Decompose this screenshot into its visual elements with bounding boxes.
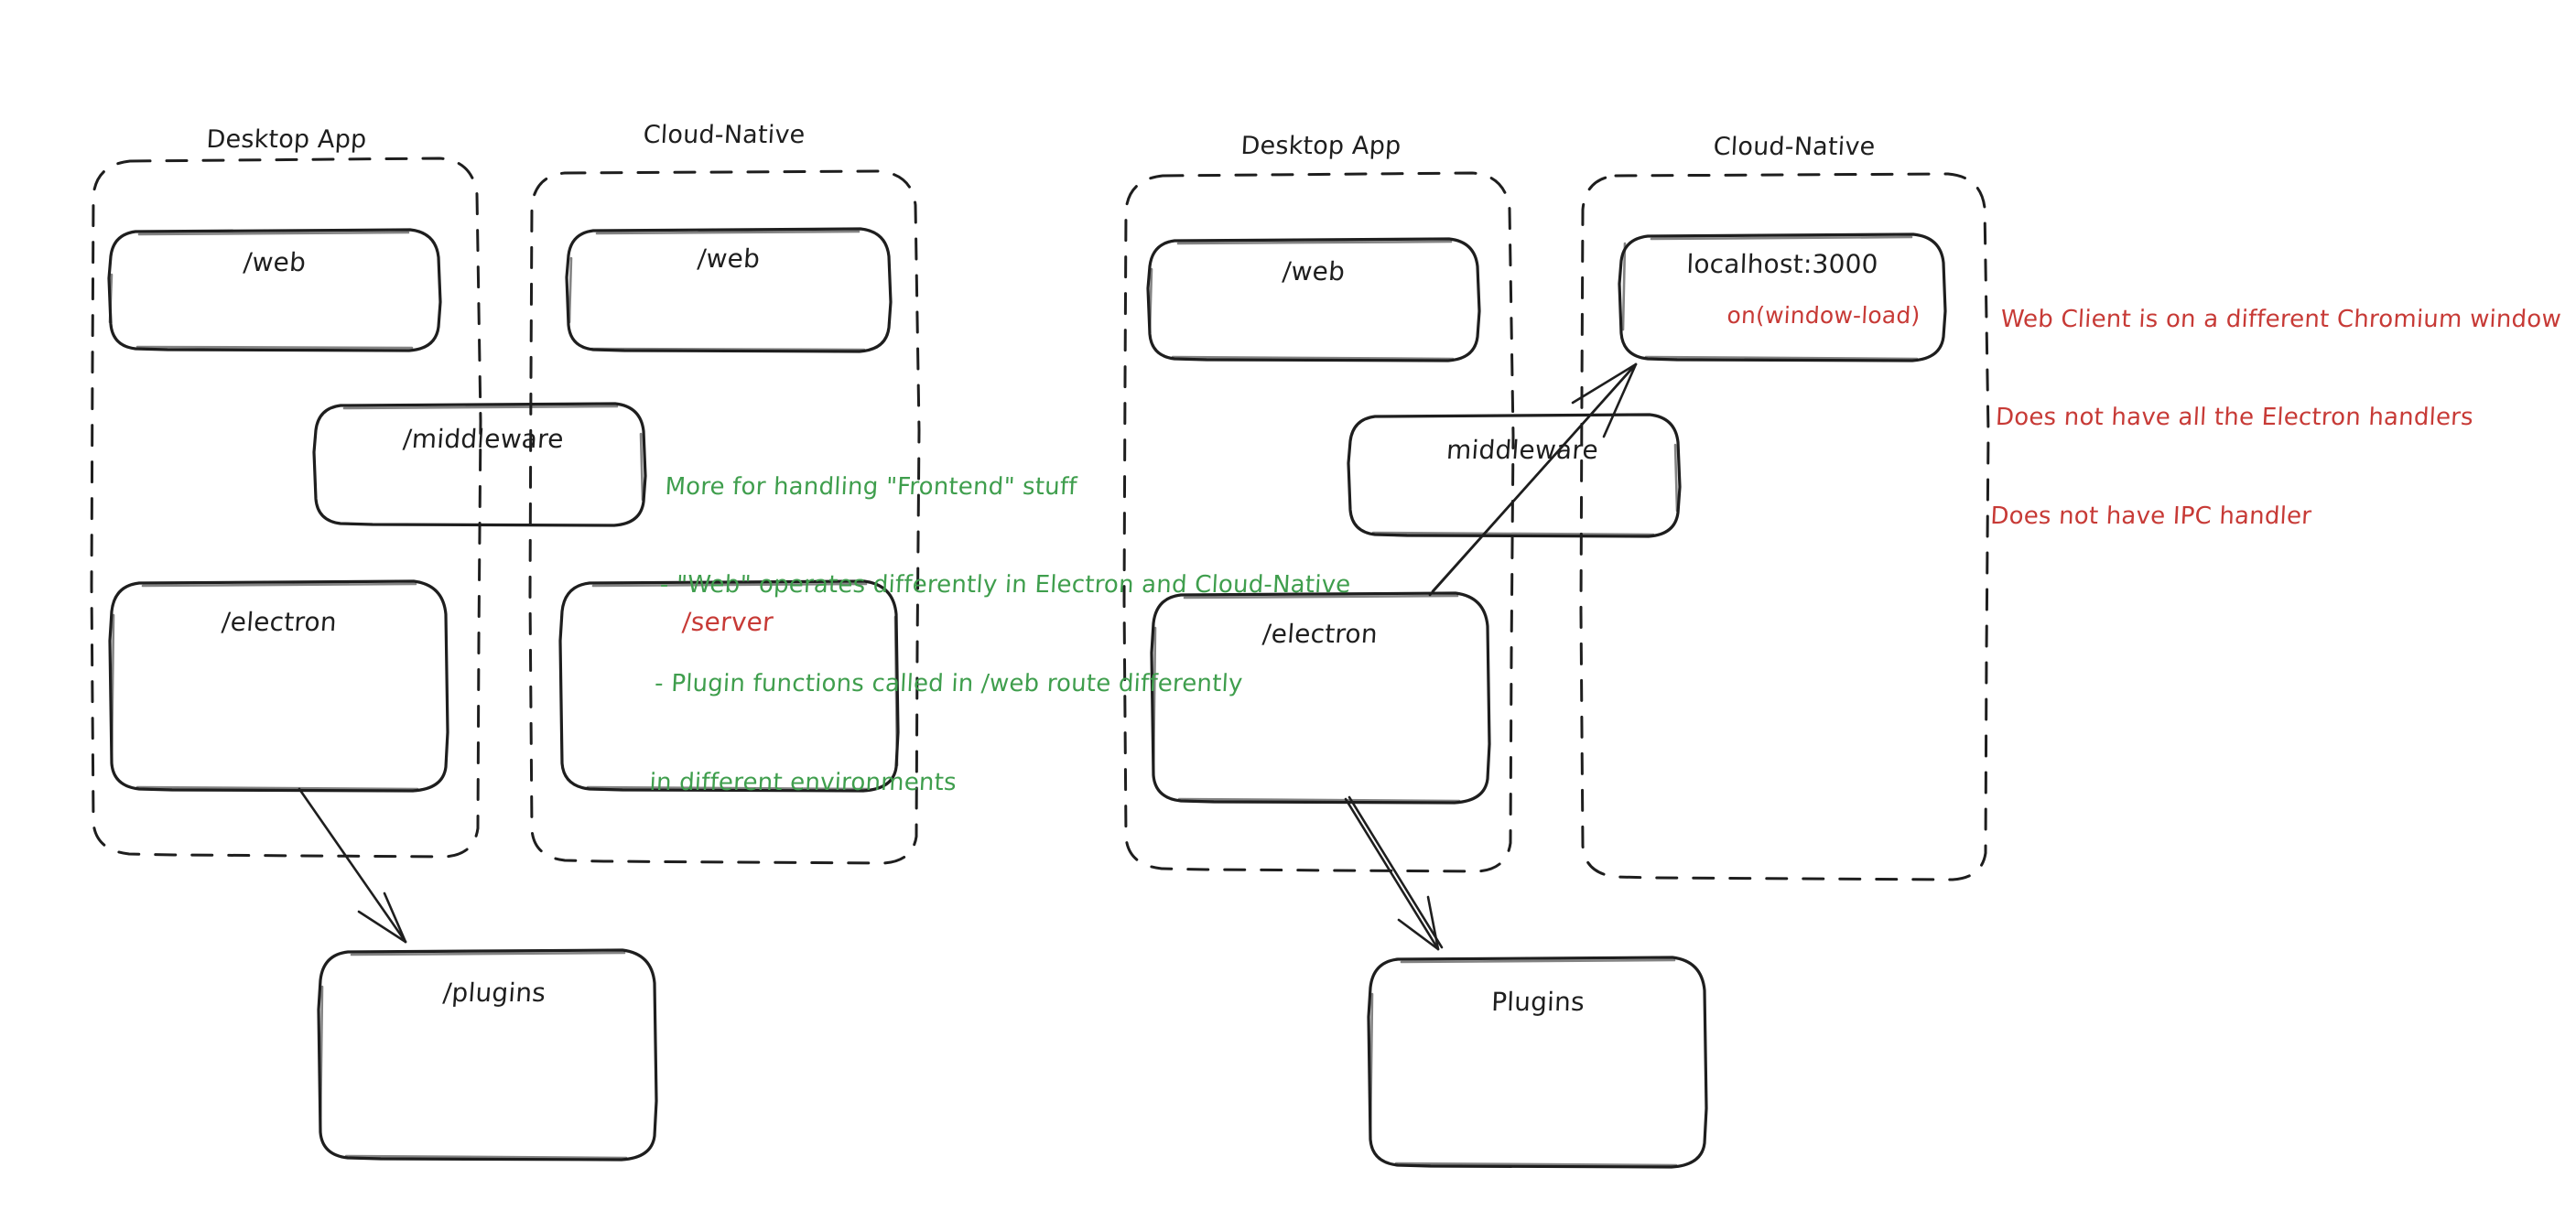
group-title-desktop-app-right: Desktop App	[1239, 132, 1402, 160]
node-label-plugins-left: /plugins	[441, 978, 547, 1008]
annotation-line: - "Web" operates differently in Electron…	[659, 571, 1352, 600]
annotation-line: in different environments	[648, 768, 958, 796]
group-container-desktop-app-right	[1122, 171, 1515, 873]
node-label-localhost-3000: localhost:3000	[1685, 249, 1879, 279]
node-label-electron-left: /electron	[221, 607, 338, 637]
node-label-electron-right: /electron	[1261, 619, 1379, 649]
annotation-line: Does not have all the Electron handlers	[1995, 404, 2474, 432]
node-plugins-left	[317, 948, 658, 1162]
arrow-electron-to-plugins-left	[298, 787, 407, 944]
node-middleware-right	[1347, 413, 1682, 538]
node-label-web-desktop-left: /web	[242, 247, 308, 277]
node-web-desktop-right	[1146, 237, 1481, 362]
arrow-electron-to-localhost-right	[1428, 362, 1638, 597]
group-title-cloud-native-left: Cloud-Native	[642, 121, 806, 149]
group-title-cloud-native-right: Cloud-Native	[1712, 133, 1877, 161]
annotation-web-client-note: Web Client is on a different Chromium wi…	[1986, 238, 2566, 600]
node-label-web-desktop-right: /web	[1281, 256, 1347, 286]
node-label-plugins-right: Plugins	[1490, 987, 1586, 1017]
group-title-desktop-app-left: Desktop App	[205, 125, 368, 154]
node-electron-left	[108, 579, 449, 793]
node-plugins-right	[1367, 956, 1708, 1169]
node-web-desktop-left	[107, 228, 442, 352]
group-container-desktop-app-left	[90, 157, 482, 859]
group-container-cloud-native-right	[1579, 172, 1990, 881]
node-web-cloud-left	[565, 227, 893, 353]
node-label-web-cloud-left: /web	[696, 243, 762, 274]
node-label-middleware-left: /middleware	[402, 424, 565, 454]
node-label-middleware-right: middleware	[1445, 435, 1600, 465]
annotation-line: More for handling "Frontend" stuff	[664, 472, 1078, 501]
annotation-line: - Plugin functions called in /web route …	[654, 670, 1244, 697]
node-server-left	[558, 579, 900, 793]
node-electron-right	[1150, 591, 1491, 805]
annotation-line: Does not have IPC handler	[1989, 503, 2312, 530]
node-sublabel-on-window-load: on(window-load)	[1726, 302, 1921, 329]
node-middleware-left	[312, 402, 647, 527]
node-localhost-3000-right	[1618, 232, 1947, 362]
arrow-electron-to-plugins-right	[1344, 795, 1444, 951]
annotation-line: Web Client is on a different Chromium wi…	[1999, 305, 2562, 333]
